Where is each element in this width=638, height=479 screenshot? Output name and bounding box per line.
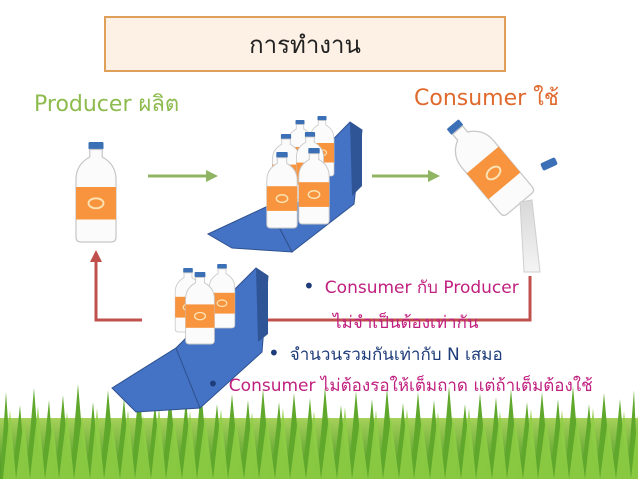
arrow-up-icon	[90, 250, 142, 322]
pouring-stream	[519, 199, 541, 273]
bullet-item: • Consumer กับ Producer	[303, 274, 519, 301]
bullet-text: Consumer ไม่ต้องรอให้เต็มถาด แต่ถ้าเต็มต…	[228, 376, 593, 396]
partial-tray-icon	[111, 263, 269, 413]
bullet-dot-icon: •	[268, 341, 280, 365]
bullet-continuation: ไม่จำเป็นต้องเท่ากัน	[333, 313, 479, 333]
bullet-item: • จำนวนรวมกันเท่ากับ N เสมอ	[268, 341, 503, 368]
producer-bottle-icon	[75, 141, 117, 243]
bottle-cap-icon	[540, 157, 558, 171]
consumer-label: Consumer ใช้	[414, 86, 559, 111]
page-title: การทำงาน	[249, 30, 361, 59]
producer-label: Producer ผลิต	[34, 92, 180, 117]
bullet-dot-icon: •	[303, 274, 315, 298]
arrow-right-icon	[372, 170, 440, 182]
title-box: การทำงาน	[104, 16, 506, 72]
bullet-text: จำนวนรวมกันเท่ากับ N เสมอ	[289, 345, 503, 365]
bullet-dot-icon: •	[207, 372, 219, 396]
consumer-pouring-bottle-icon	[435, 109, 537, 219]
arrow-right-icon	[148, 170, 218, 182]
bullet-item: • Consumer ไม่ต้องรอให้เต็มถาด แต่ถ้าเต็ม…	[207, 372, 593, 399]
full-tray-icon	[206, 115, 363, 253]
bullet-text: Consumer กับ Producer	[324, 278, 519, 298]
grass-strip	[0, 384, 638, 479]
